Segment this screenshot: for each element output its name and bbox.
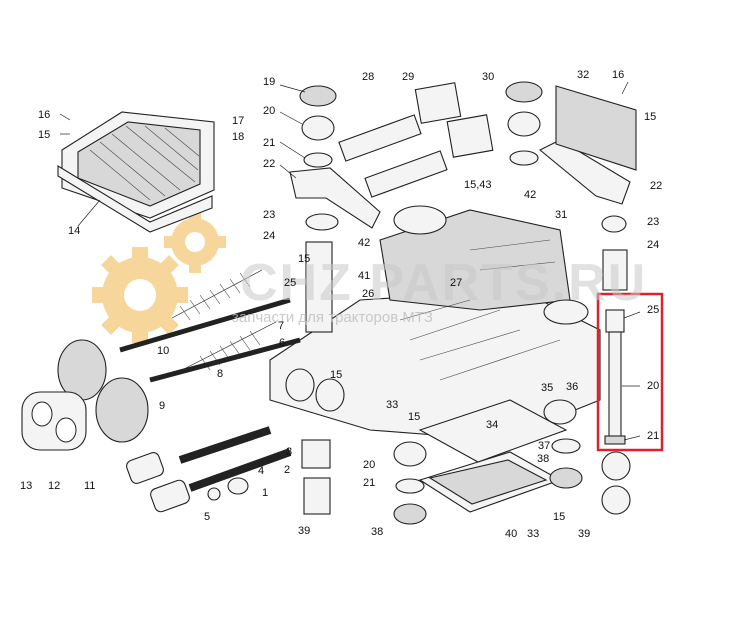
highlight-frame [596, 292, 664, 452]
callout-label: 36 [566, 381, 578, 393]
lever-left [289, 167, 381, 229]
callout-label: 23 [647, 216, 659, 228]
lower-parts [126, 426, 331, 515]
rubber-boots [57, 339, 149, 443]
leader-lines [59, 81, 641, 441]
callout-label: 16 [612, 69, 624, 81]
callout-label: 8 [217, 368, 223, 380]
callout-label: 10 [157, 345, 169, 357]
callout-label: 15 [553, 511, 565, 523]
callout-label: 15 [38, 129, 50, 141]
callout-label: 39 [298, 525, 310, 537]
callout-label: 24 [647, 239, 659, 251]
watermark-subtitle: запчасти для тракторов МТЗ [232, 309, 433, 326]
callout-label: 33 [527, 528, 539, 540]
callout-label: 41 [358, 270, 370, 282]
rod-lower [149, 337, 301, 383]
callout-label: 21 [647, 430, 659, 442]
callout-label: 23 [263, 209, 275, 221]
callout-label: 15 [644, 111, 656, 123]
cover-plate [57, 111, 215, 233]
rings-bottom [393, 399, 631, 525]
callout-label: 40 [505, 528, 517, 540]
callout-label: 27 [450, 277, 462, 289]
spool-set [338, 82, 494, 198]
callout-label: 32 [577, 69, 589, 81]
callout-label: 6 [279, 337, 285, 349]
callout-label: 22 [263, 158, 275, 170]
callout-label: 37 [538, 440, 550, 452]
callout-label: 3 [286, 446, 292, 458]
callout-label: 29 [402, 71, 414, 83]
callout-label: 21 [363, 477, 375, 489]
splined-shaft-right [602, 249, 628, 291]
callout-label: 30 [482, 71, 494, 83]
callout-label: 20 [263, 105, 275, 117]
callout-label: 25 [647, 304, 659, 316]
bushing-stack-right [505, 81, 627, 233]
callout-label: 9 [159, 400, 165, 412]
callout-label: 1 [262, 487, 268, 499]
callout-label: 19 [263, 76, 275, 88]
rod-upper [119, 297, 291, 353]
callout-label: 39 [578, 528, 590, 540]
callout-label: 31 [555, 209, 567, 221]
callout-label: 18 [232, 131, 244, 143]
callout-label: 35 [541, 382, 553, 394]
callout-label: 16 [38, 109, 50, 121]
callout-label: 33 [386, 399, 398, 411]
callout-label: 11 [84, 480, 95, 492]
distributor-housing [269, 205, 601, 441]
callout-label: 15 [330, 369, 342, 381]
flange [21, 391, 87, 451]
callout-label: 17 [232, 115, 244, 127]
watermark-title: CHZ PARTS.RU [240, 254, 647, 312]
callout-label: 20 [647, 380, 659, 392]
top-cover [555, 85, 637, 171]
callout-label: 38 [537, 453, 549, 465]
callout-label: 7 [278, 320, 284, 332]
splined-shaft-left [305, 241, 333, 333]
callout-label: 15,43 [464, 179, 492, 191]
gear-logo-icon [92, 211, 226, 343]
callout-label: 15 [408, 411, 420, 423]
callout-label: 34 [486, 419, 498, 431]
callout-label: 38 [371, 526, 383, 538]
callout-label: 5 [204, 511, 210, 523]
callout-label: 25 [284, 277, 296, 289]
bottom-plate [418, 399, 568, 513]
callout-label: 21 [263, 137, 275, 149]
bushing-stack-left [299, 85, 339, 231]
callout-label: 20 [363, 459, 375, 471]
highlighted-shaft [604, 309, 626, 445]
callout-label: 4 [258, 465, 264, 477]
callout-label: 2 [284, 464, 290, 476]
callout-label: 15 [298, 253, 310, 265]
callout-label: 12 [48, 480, 60, 492]
callout-label: 13 [20, 480, 32, 492]
callout-label: 26 [362, 288, 374, 300]
callout-label: 42 [358, 237, 370, 249]
spring-upper [171, 269, 263, 321]
callout-label: 24 [263, 230, 275, 242]
callout-label: 28 [362, 71, 374, 83]
callout-label: 22 [650, 180, 662, 192]
callout-labels: 1 2 3 4 5 6 7 8 9 10 11 12 13 14 15 15 1… [20, 69, 662, 540]
callout-label: 14 [68, 225, 80, 237]
callout-label: 42 [524, 189, 536, 201]
